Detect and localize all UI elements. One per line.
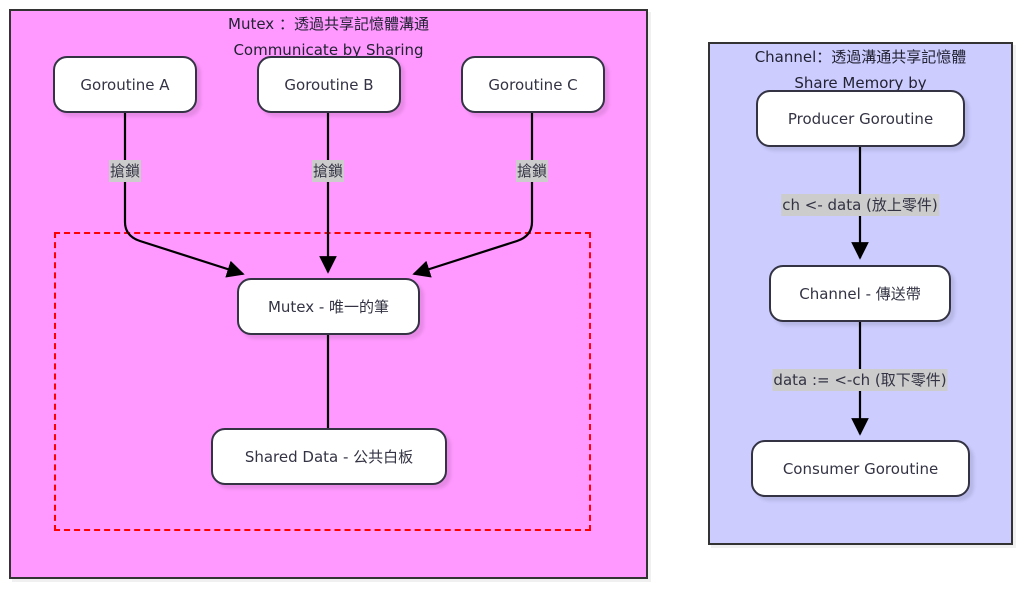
node-goroutine-a[interactable]: Goroutine A [53,56,197,113]
mutex-cluster-title: Mutex ：透過共享記憶體溝通 [228,15,429,33]
node-producer-goroutine[interactable]: Producer Goroutine [756,90,965,147]
node-goroutine-c[interactable]: Goroutine C [461,56,605,113]
edge-label-lock-b: 搶鎖 [311,160,345,182]
channel-cluster-subtitle: Share Memory by [794,74,927,92]
channel-cluster-title: Channel：透過溝通共享記憶體 [754,48,967,66]
edge-goroutine-a-to-mutex [123,113,245,278]
edge-label-send: ch <- data (放上零件) [781,194,939,216]
mutex-cluster-subtitle: Communicate by Sharing [233,41,424,59]
edge-goroutine-c-to-mutex [412,113,534,278]
edge-label-lock-a: 搶鎖 [108,160,142,182]
lock-region [54,232,591,531]
node-shared-data[interactable]: Shared Data - 公共白板 [211,428,447,485]
node-consumer-goroutine[interactable]: Consumer Goroutine [751,440,970,497]
edge-label-lock-c: 搶鎖 [515,160,549,182]
node-mutex[interactable]: Mutex - 唯一的筆 [237,278,420,335]
edge-label-receive: data := <-ch (取下零件) [772,369,948,391]
node-channel[interactable]: Channel - 傳送帶 [769,265,951,322]
node-goroutine-b[interactable]: Goroutine B [257,56,401,113]
